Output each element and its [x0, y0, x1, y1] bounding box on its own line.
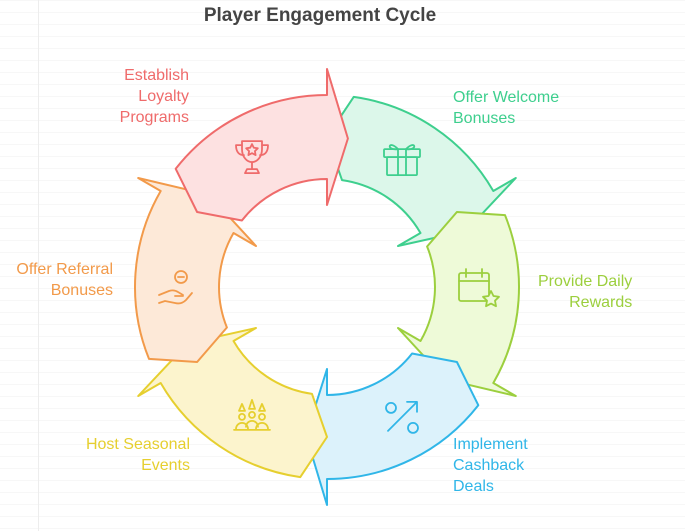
hand-coin-icon	[158, 270, 193, 305]
segment-cashback	[305, 352, 480, 506]
segment-welcome	[326, 95, 517, 247]
step-label-establish-loyalty-programs: Establish Loyalty Programs	[119, 67, 189, 126]
segment-referral	[134, 177, 257, 363]
segment-daily	[397, 211, 520, 397]
step-label-offer-welcome-bonuses: Offer Welcome Bonuses	[453, 89, 560, 127]
diagram-title: Player Engagement Cycle	[203, 5, 437, 26]
percent-icon	[385, 400, 419, 434]
trophy-icon	[235, 140, 269, 175]
step-label-implement-cashback-deals: Implement Cashback Deals	[453, 436, 528, 495]
background-guide-line	[38, 0, 39, 531]
step-label-host-seasonal-events: Host Seasonal Events	[85, 436, 190, 474]
gift-icon	[383, 144, 421, 177]
step-label-offer-referral-bonuses: Offer Referral Bonuses	[16, 261, 113, 299]
step-label-provide-daily-rewards: Provide Daily Rewards	[538, 273, 633, 311]
calendar-star-icon	[458, 268, 500, 308]
segment-seasonal	[137, 327, 328, 479]
party-people-icon	[233, 398, 271, 431]
